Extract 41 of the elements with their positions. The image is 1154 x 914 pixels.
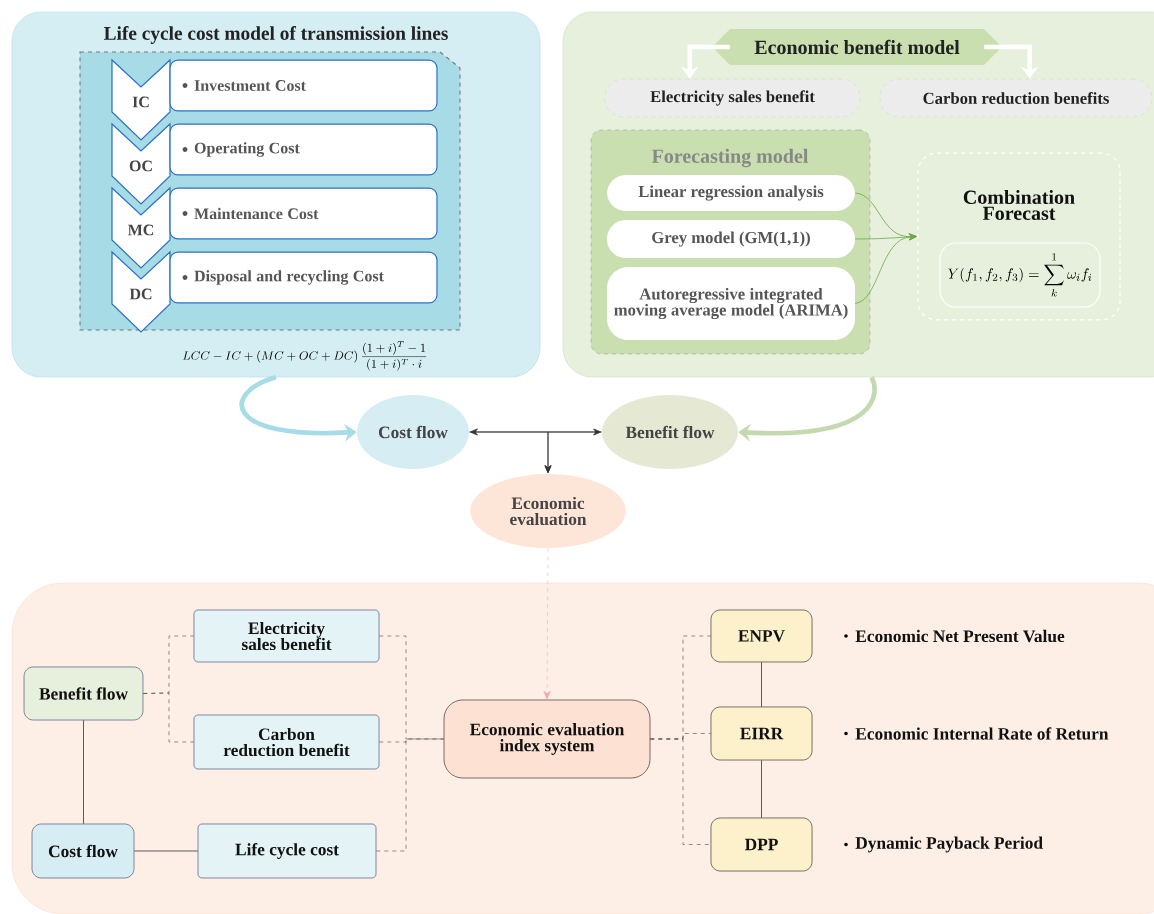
step-tab: IC: [111, 58, 171, 141]
formula-box: $Y(f_1,f_2,f_3)=\sum_{k}^{1}\omega_i f_i$: [939, 242, 1101, 308]
cost-item-box: Operating Cost: [169, 123, 438, 176]
benefit-pill: Electricity sales benefit: [604, 78, 861, 118]
indicator-box: ENPV: [710, 609, 813, 663]
connector: [650, 738, 711, 845]
step-tab: DC: [111, 250, 171, 333]
index-system-box: Economic evaluation index system: [443, 699, 651, 779]
connector: [133, 850, 199, 852]
connector: [469, 428, 602, 436]
connector: [376, 738, 444, 852]
connector: [761, 759, 762, 819]
benefit-pill: Carbon reduction benefits: [879, 78, 1153, 118]
connector: [379, 738, 444, 743]
connector: [544, 431, 603, 474]
connector: [854, 233, 917, 304]
flow-box: Benefit flow: [23, 666, 144, 721]
formula: $LCC-IC+\left(MC+OC+DC\right)\frac{(1+i)^{T}-1}{(1+i)^{T}\cdot i}$: [182, 341, 427, 371]
cost-item-box: Maintenance Cost: [169, 187, 438, 240]
indicator-box: EIRR: [710, 706, 813, 761]
flow-box: Cost flow: [31, 823, 135, 879]
indicator-description: Dynamic Payback Period: [844, 836, 1043, 853]
indicator-description: Economic Net Present Value: [844, 629, 1065, 643]
connector: [142, 692, 194, 743]
method-pill: Autoregressive integrated moving average model (ARIMA): [607, 266, 855, 341]
step-tab: MC: [111, 186, 171, 269]
cost-box: Life cycle cost: [197, 823, 377, 879]
method-pill: Linear regression analysis: [607, 175, 855, 211]
connector: [83, 719, 84, 825]
benefit-box: Carbon reduction benefit: [193, 714, 380, 770]
connector: [761, 661, 762, 708]
cost-item-box: Investment Cost: [169, 59, 438, 112]
cost-item-box: Disposal and recycling Cost: [169, 251, 438, 304]
benefit-box: Electricity sales benefit: [193, 609, 380, 663]
indicator-description: Economic Internal Rate of Return: [844, 727, 1109, 740]
method-pill: Grey model (GM(1,1)): [607, 220, 855, 258]
connector: [543, 548, 551, 700]
connector: [984, 44, 1039, 79]
hexagon-banner: Economic benefit model: [712, 29, 1002, 65]
indicator-box: DPP: [710, 817, 813, 872]
step-tab: OC: [111, 122, 171, 205]
